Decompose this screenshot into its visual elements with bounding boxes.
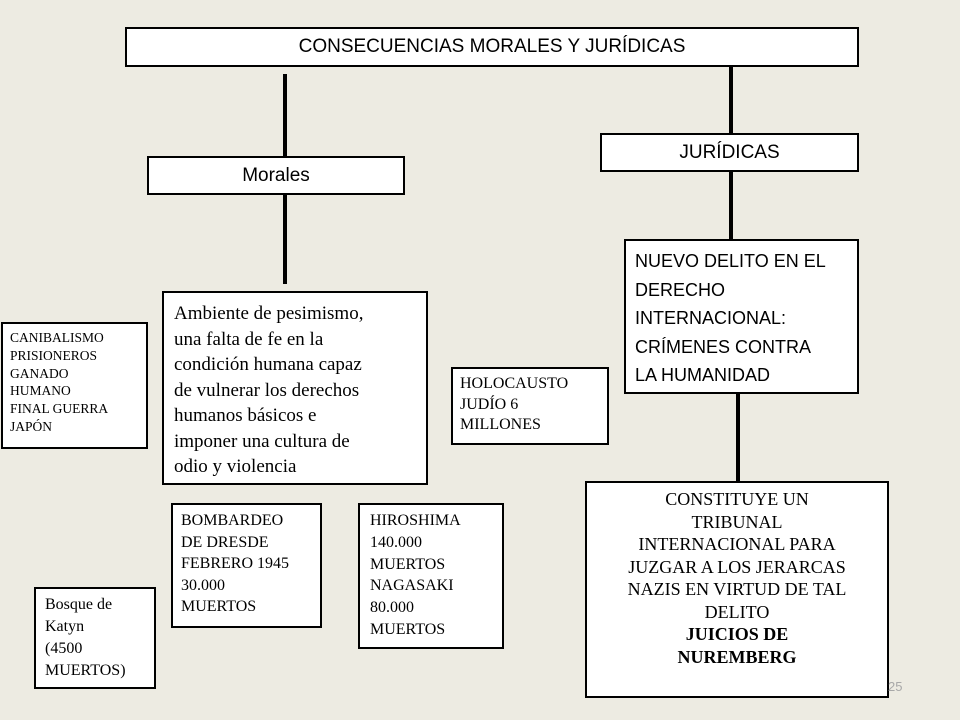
ambiente-line: humanos básicos e: [174, 405, 317, 426]
tribunal-bold-line: JUICIOS DE: [685, 624, 789, 644]
page-number: 25: [888, 679, 903, 694]
hiroshima-line: NAGASAKI: [370, 577, 454, 595]
ambiente-box: Ambiente de pesimismo, una falta de fe e…: [162, 291, 428, 485]
hiroshima-line: MUERTOS: [370, 555, 446, 573]
ambiente-line: una falta de fe en la: [174, 328, 324, 350]
holocausto-line: HOLOCAUSTO: [460, 375, 569, 392]
title-box: CONSECUENCIAS MORALES Y JURÍDICAS: [125, 27, 859, 67]
title-text: CONSECUENCIAS MORALES Y JURÍDICAS: [298, 36, 686, 57]
tribunal-box: CONSTITUYE UN TRIBUNAL INTERNACIONAL PAR…: [585, 481, 889, 698]
canibalismo-line: PRISIONEROS: [10, 347, 98, 363]
tribunal-line: NAZIS EN VIRTUD DE TAL: [627, 579, 847, 599]
holocausto-line: JUDÍO 6: [460, 395, 519, 413]
juridicas-box: JURÍDICAS: [600, 133, 859, 172]
bombardeo-line: DE DRESDE: [181, 533, 269, 551]
tribunal-line: JUZGAR A LOS JERARCAS: [628, 556, 846, 577]
tribunal-line: DELITO: [704, 601, 770, 622]
hiroshima-line: HIROSHIMA: [370, 512, 461, 529]
tribunal-line: INTERNACIONAL PARA: [638, 534, 836, 554]
bombardeo-line: MUERTOS: [181, 598, 257, 615]
juridicas-label: JURÍDICAS: [679, 141, 780, 163]
nuevo-delito-line: LA HUMANIDAD: [635, 365, 771, 386]
bombardeo-line: BOMBARDEO: [181, 512, 284, 529]
canibalismo-line: GANADO: [10, 365, 69, 381]
canibalismo-line: JAPÓN: [10, 418, 53, 434]
nuevo-delito-box: NUEVO DELITO EN EL DERECHO INTERNACIONAL…: [624, 239, 859, 394]
morales-label: Morales: [242, 164, 310, 186]
hiroshima-box: HIROSHIMA 140.000 MUERTOS NAGASAKI 80.00…: [358, 503, 504, 649]
tribunal-line: CONSTITUYE UN: [665, 489, 809, 509]
holocausto-box: HOLOCAUSTO JUDÍO 6 MILLONES: [451, 367, 609, 445]
nuevo-delito-line: CRÍMENES CONTRA: [635, 336, 812, 357]
katyn-box: Bosque de Katyn (4500 MUERTOS): [34, 587, 156, 689]
canibalismo-line: CANIBALISMO: [10, 330, 104, 345]
nuevo-delito-line: INTERNACIONAL:: [635, 308, 787, 329]
bombardeo-box: BOMBARDEO DE DRESDE FEBRERO 1945 30.000 …: [171, 503, 322, 628]
tribunal-line: TRIBUNAL: [691, 511, 783, 532]
ambiente-line: odio y violencia: [174, 456, 297, 477]
morales-box: Morales: [147, 156, 405, 195]
hiroshima-line: 80.000: [370, 599, 414, 617]
ambiente-line: imponer una cultura de: [174, 430, 350, 452]
bombardeo-line: 30.000: [181, 576, 225, 594]
ambiente-line: de vulnerar los derechos: [174, 379, 360, 401]
ambiente-line: condición humana capaz: [174, 354, 362, 375]
katyn-line: Bosque de: [45, 596, 113, 613]
nuevo-delito-line: DERECHO: [635, 279, 726, 300]
hiroshima-line: MUERTOS: [370, 620, 446, 638]
katyn-line: Katyn: [45, 618, 85, 635]
bombardeo-line: FEBRERO 1945: [181, 555, 290, 572]
canibalismo-line: HUMANO: [10, 383, 71, 399]
canibalismo-line: FINAL GUERRA: [10, 401, 109, 417]
holocausto-line: MILLONES: [460, 416, 541, 433]
hiroshima-line: 140.000: [370, 533, 422, 551]
katyn-line: (4500: [45, 640, 83, 657]
nuevo-delito-line: NUEVO DELITO EN EL: [635, 251, 826, 271]
ambiente-line: Ambiente de pesimismo,: [174, 303, 364, 324]
tribunal-bold-line: NUREMBERG: [677, 646, 797, 667]
katyn-line: MUERTOS): [45, 662, 126, 679]
canibalismo-box: CANIBALISMO PRISIONEROS GANADO HUMANO FI…: [1, 322, 148, 449]
